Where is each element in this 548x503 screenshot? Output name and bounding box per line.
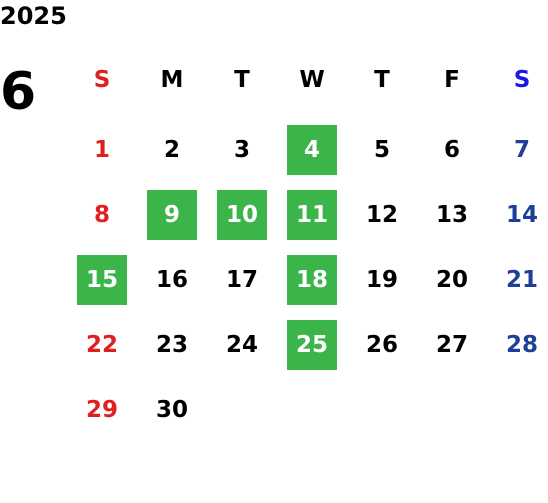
calendar-day-highlighted[interactable]: 11 — [287, 190, 337, 240]
calendar-day[interactable]: 6 — [443, 137, 460, 163]
calendar-day[interactable]: 8 — [93, 202, 110, 228]
calendar-day-highlighted[interactable]: 4 — [287, 125, 337, 175]
weekday-header: T — [234, 67, 250, 93]
calendar-day[interactable]: 22 — [85, 332, 118, 358]
month-number: 6 — [0, 62, 37, 122]
calendar-day[interactable]: 30 — [155, 397, 188, 423]
calendar-day[interactable]: 23 — [155, 332, 188, 358]
calendar-day-highlighted[interactable]: 9 — [147, 190, 197, 240]
calendar-day[interactable]: 17 — [225, 267, 258, 293]
calendar-day[interactable]: 2 — [163, 137, 180, 163]
calendar-day[interactable]: 1 — [93, 137, 110, 163]
weekday-header: W — [299, 67, 325, 93]
calendar-day[interactable]: 12 — [365, 202, 398, 228]
calendar-day[interactable]: 28 — [505, 332, 538, 358]
calendar-day[interactable]: 26 — [365, 332, 398, 358]
year-label: 2025 — [0, 2, 67, 30]
calendar-day[interactable]: 24 — [225, 332, 258, 358]
calendar-day[interactable]: 20 — [435, 267, 468, 293]
calendar-day[interactable]: 27 — [435, 332, 468, 358]
calendar-day-highlighted[interactable]: 15 — [77, 255, 127, 305]
calendar-day-highlighted[interactable]: 25 — [287, 320, 337, 370]
weekday-header: F — [444, 67, 460, 93]
calendar-day[interactable]: 3 — [233, 137, 250, 163]
calendar-day[interactable]: 19 — [365, 267, 398, 293]
weekday-header: T — [374, 67, 390, 93]
weekday-header: S — [93, 67, 111, 93]
weekday-header: S — [513, 67, 531, 93]
calendar-day[interactable]: 16 — [155, 267, 188, 293]
calendar-day-highlighted[interactable]: 10 — [217, 190, 267, 240]
weekday-header: M — [160, 67, 184, 93]
calendar-day[interactable]: 5 — [373, 137, 390, 163]
calendar-day[interactable]: 7 — [513, 137, 530, 163]
calendar-day[interactable]: 13 — [435, 202, 468, 228]
calendar-day[interactable]: 29 — [85, 397, 118, 423]
calendar-day-highlighted[interactable]: 18 — [287, 255, 337, 305]
calendar-day[interactable]: 14 — [505, 202, 538, 228]
calendar-day[interactable]: 21 — [505, 267, 538, 293]
